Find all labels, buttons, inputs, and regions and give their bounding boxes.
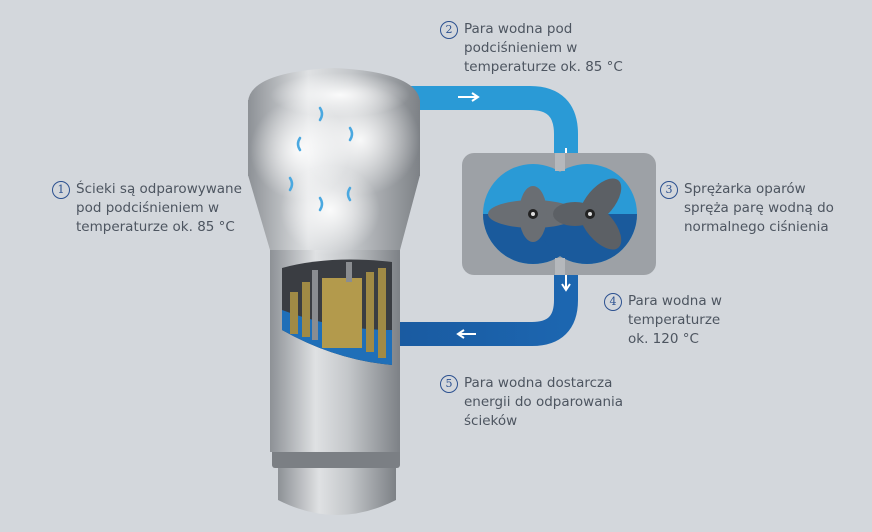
step-number-badge: 4 xyxy=(604,293,622,311)
label-line: energii do odparowania xyxy=(464,394,624,410)
step-number-badge: 1 xyxy=(52,181,70,199)
label-line: temperaturze xyxy=(628,312,721,328)
evaporator-vessel xyxy=(248,68,420,515)
step-number-badge: 5 xyxy=(440,375,458,393)
label-line: normalnego ciśnienia xyxy=(684,219,829,235)
label-line: Sprężarka oparów xyxy=(684,181,806,197)
label-line: ścieków xyxy=(464,413,518,429)
hot-steam-pipe xyxy=(390,270,578,346)
vapor-compressor xyxy=(462,153,656,275)
label-line: Para wodna dostarcza xyxy=(464,375,613,391)
label-1-evaporation: 1 Ścieki są odparowywane pod podciśnienie… xyxy=(52,180,242,237)
label-3-compressor: 3 Sprężarka oparów spręża parę wodną do no… xyxy=(660,180,834,237)
step-number-badge: 2 xyxy=(440,21,458,39)
label-4-hot-vapor: 4 Para wodna w temperaturze ok. 120 °C xyxy=(604,292,722,349)
label-line: temperaturze ok. 85 °C xyxy=(464,59,623,75)
flow-arrow-icon xyxy=(456,329,476,339)
step-number-badge: 3 xyxy=(660,181,678,199)
label-line: temperaturze ok. 85 °C xyxy=(76,219,235,235)
label-line: ok. 120 °C xyxy=(628,331,699,347)
flow-arrow-icon xyxy=(458,92,480,102)
heating-tubes xyxy=(290,262,386,358)
label-line: pod podciśnieniem w xyxy=(76,200,220,216)
label-line: Ścieki są odparowywane xyxy=(76,181,242,197)
label-line: spręża parę wodną do xyxy=(684,200,834,216)
label-5-energy: 5 Para wodna dostarcza energii do odparow… xyxy=(440,374,623,431)
label-2-vapor: 2 Para wodna pod podciśnieniem w temperatu… xyxy=(440,20,623,77)
label-line: podciśnieniem w xyxy=(464,40,578,56)
label-line: Para wodna pod xyxy=(464,21,573,37)
label-line: Para wodna w xyxy=(628,293,722,309)
